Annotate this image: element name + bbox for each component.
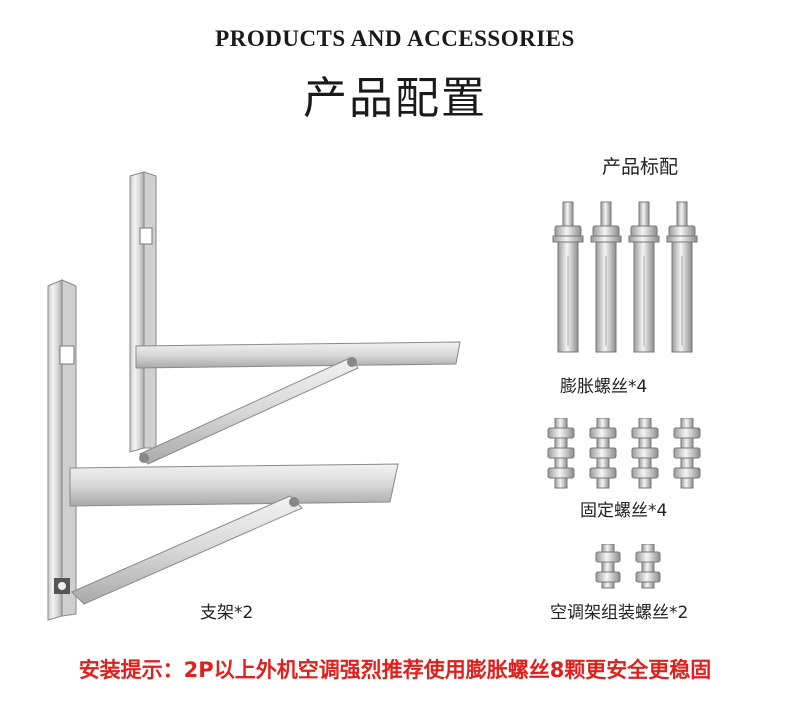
accessories-title: 产品标配 xyxy=(601,156,678,178)
installation-tip: 安装提示：2P以上外机空调强烈推荐使用膨胀螺丝8颗更安全更稳固 xyxy=(78,658,712,682)
bracket-image xyxy=(47,171,461,621)
expansion-bolt-label: 膨胀螺丝*4 xyxy=(560,377,648,397)
expansion-bolt-icon xyxy=(552,201,698,353)
fixing-bolt-icon xyxy=(547,418,701,489)
fixing-bolt-label: 固定螺丝*4 xyxy=(580,501,668,521)
bracket-label: 支架*2 xyxy=(200,603,254,623)
assembly-screw-label: 空调架组装螺丝*2 xyxy=(550,603,689,623)
title-english: PRODUCTS AND ACCESSORIES xyxy=(215,26,575,51)
bracket-front xyxy=(47,279,399,621)
bracket-back xyxy=(129,171,461,465)
assembly-screw-icon xyxy=(595,544,661,589)
title-chinese: 产品配置 xyxy=(303,73,487,124)
